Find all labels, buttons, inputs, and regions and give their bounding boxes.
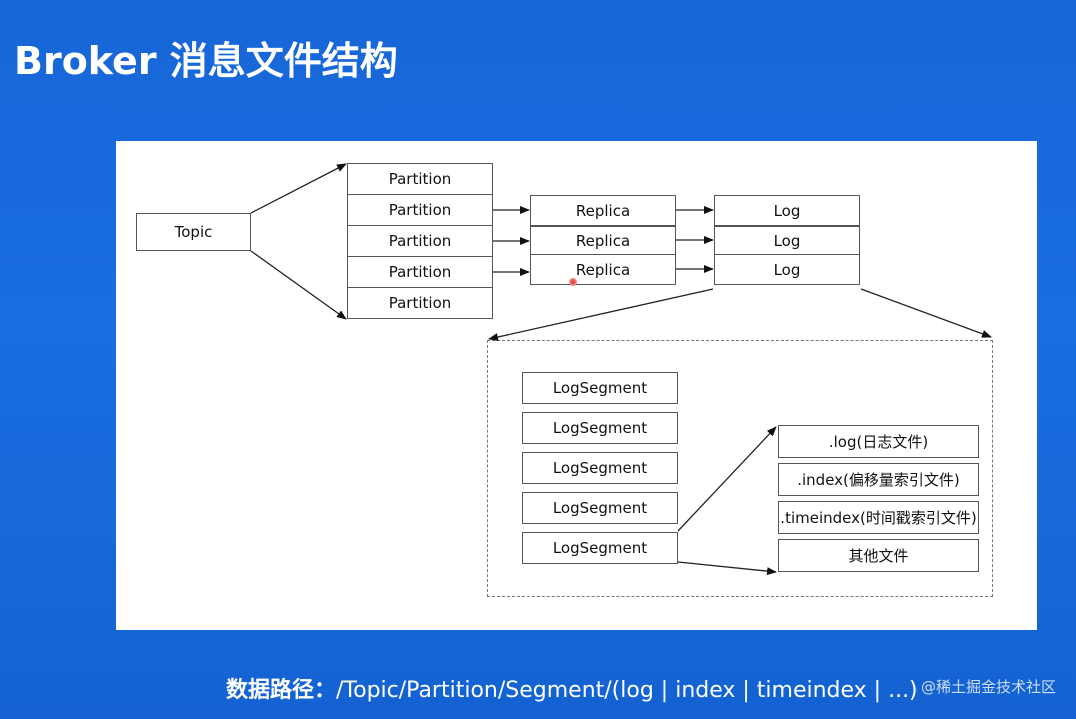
log-box: Log: [714, 195, 860, 226]
footer-label: 数据路径：: [226, 678, 337, 703]
pointer-dot: [569, 278, 577, 286]
footer-path: /Topic/Partition/Segment/(log | index | …: [336, 678, 918, 703]
slide-title: Broker 消息文件结构: [14, 39, 398, 83]
arrow-segment-to-other-files: [677, 561, 777, 576]
replica-box: Replica: [530, 195, 676, 226]
file-box-log: .log(日志文件): [778, 425, 979, 458]
arrow-topic-to-first-partition: [250, 163, 347, 214]
partition-box: Partition: [347, 287, 493, 319]
file-box-index: .index(偏移量索引文件): [778, 463, 979, 496]
data-path-footer: 数据路径：/Topic/Partition/Segment/(log | ind…: [226, 672, 918, 704]
arrow-log-to-region-left: [488, 288, 714, 341]
log-detail-region: [487, 340, 993, 597]
watermark: @稀土掘金技术社区: [920, 678, 1056, 696]
logsegment-box: LogSegment: [522, 452, 678, 484]
partition-box: Partition: [347, 194, 493, 226]
replica-box: Replica: [530, 254, 676, 285]
logsegment-box: LogSegment: [522, 492, 678, 524]
diagram-panel: Topic Partition Partition Partition Part…: [116, 141, 1037, 630]
topic-box: Topic: [136, 213, 251, 251]
logsegment-box: LogSegment: [522, 532, 678, 564]
arrow-segment-to-log-file: [677, 426, 777, 532]
logsegment-box: LogSegment: [522, 372, 678, 404]
arrow-log-to-region-right: [860, 288, 992, 338]
file-box-timeindex: .timeindex(时间戳索引文件): [778, 501, 979, 534]
connector-arrows: [250, 163, 992, 576]
partition-box: Partition: [347, 256, 493, 288]
file-box-other: 其他文件: [778, 539, 979, 572]
logsegment-box: LogSegment: [522, 412, 678, 444]
arrow-topic-to-last-partition: [250, 250, 347, 320]
log-box: Log: [714, 254, 860, 285]
